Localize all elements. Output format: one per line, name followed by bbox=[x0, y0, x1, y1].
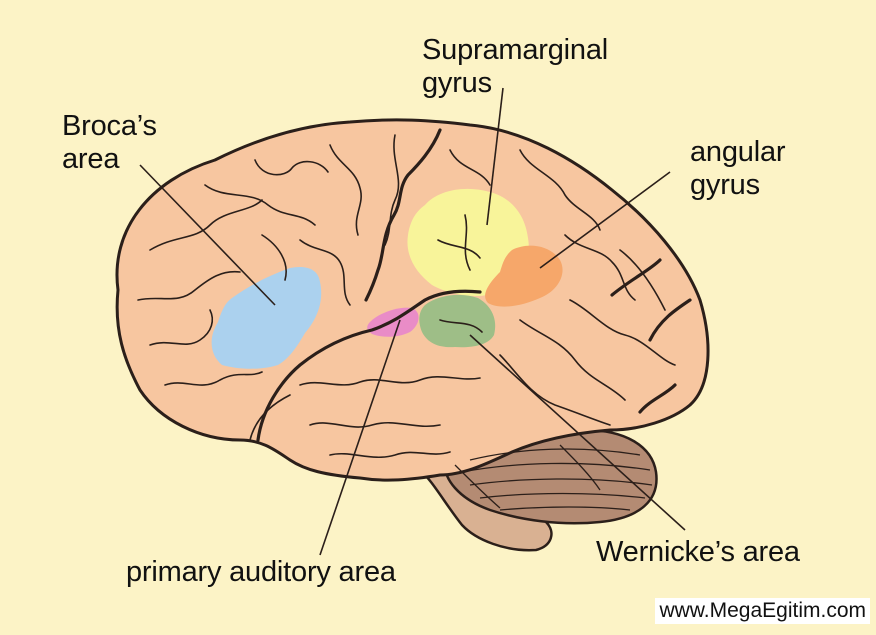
broca-label-line1: Broca’s bbox=[62, 110, 157, 142]
broca-label-line2: area bbox=[62, 143, 120, 175]
supramarginal-label-line1: Supramarginal bbox=[422, 34, 608, 66]
pointer-lines bbox=[139, 87, 686, 556]
broca-label: Broca’s area bbox=[62, 110, 157, 176]
auditory-pointer-line bbox=[319, 319, 401, 556]
sulci bbox=[256, 128, 692, 442]
cerebellum-folia bbox=[454, 444, 653, 511]
cerebrum bbox=[115, 118, 710, 482]
angular-label-line2: gyrus bbox=[690, 169, 760, 201]
wernicke-pointer-line bbox=[469, 334, 686, 531]
angular-label-line1: angular bbox=[690, 136, 786, 168]
supramarginal-gyrus-region bbox=[407, 188, 529, 296]
angular-gyrus-region bbox=[485, 245, 563, 307]
supramarginal-pointer-line bbox=[486, 87, 504, 226]
broca-area-region bbox=[211, 266, 322, 369]
angular-label: angular gyrus bbox=[690, 136, 786, 202]
wernicke-area-region bbox=[419, 294, 496, 348]
watermark: www.MegaEgitim.com bbox=[655, 598, 870, 624]
wernicke-label: Wernicke’s area bbox=[596, 536, 800, 568]
broca-pointer-line bbox=[139, 164, 276, 306]
angular-pointer-line bbox=[539, 171, 671, 269]
auditory-label: primary auditory area bbox=[126, 556, 396, 588]
supramarginal-label-line2: gyrus bbox=[422, 67, 492, 99]
gyri-folds bbox=[137, 134, 676, 459]
supramarginal-label: Supramarginal gyrus bbox=[422, 34, 608, 100]
